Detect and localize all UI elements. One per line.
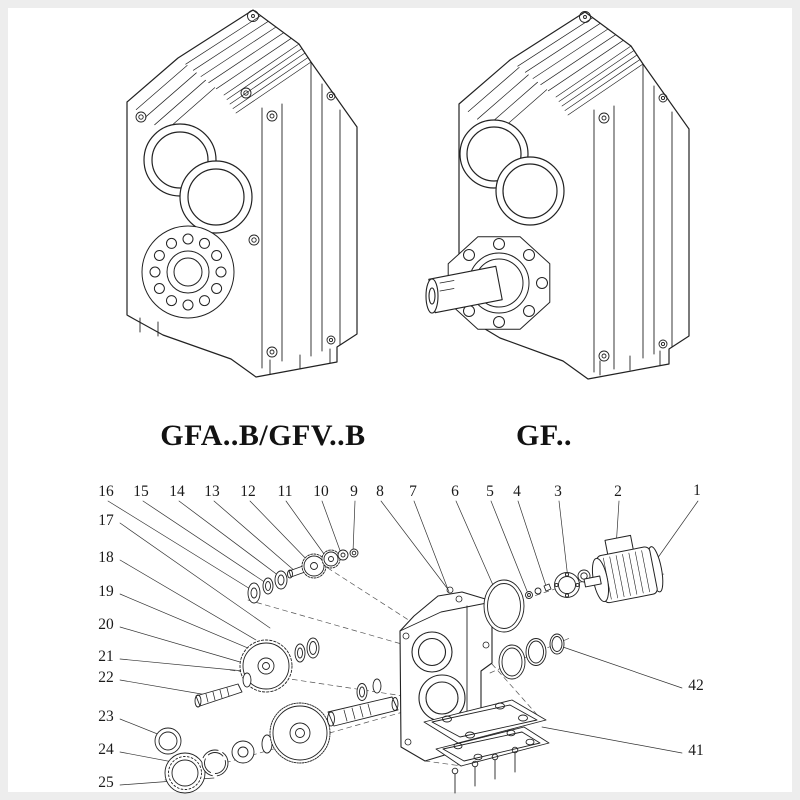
mounting-strips bbox=[593, 63, 673, 373]
part-number-15: 15 bbox=[133, 483, 149, 500]
part-number-12: 12 bbox=[240, 483, 256, 500]
part-number-23: 23 bbox=[98, 708, 114, 725]
part-number-8: 8 bbox=[376, 483, 384, 500]
part-number-17: 17 bbox=[98, 512, 114, 529]
bore-circles bbox=[459, 119, 565, 226]
gearbox-gfa-drawing bbox=[126, 9, 358, 378]
part-number-16: 16 bbox=[98, 483, 114, 500]
feet bbox=[139, 317, 331, 375]
bore-circles bbox=[143, 123, 253, 234]
part-number-7: 7 bbox=[409, 483, 417, 500]
motor-drawing bbox=[583, 534, 664, 604]
part-number-11: 11 bbox=[277, 483, 293, 500]
flange-bolts bbox=[451, 746, 519, 794]
part-number-5: 5 bbox=[486, 483, 494, 500]
output-shaft bbox=[425, 265, 503, 314]
part-number-6: 6 bbox=[451, 483, 459, 500]
part-number-10: 10 bbox=[313, 483, 329, 500]
part-number-4: 4 bbox=[513, 483, 521, 500]
retaining-ring-parts bbox=[498, 633, 565, 680]
model-label-gfa: GFA..B/GFV..B bbox=[160, 419, 366, 452]
exploded-view-drawing bbox=[107, 500, 699, 794]
part-number-18: 18 bbox=[98, 549, 114, 566]
part-number-14: 14 bbox=[169, 483, 185, 500]
intermediate-gear-parts bbox=[194, 637, 320, 708]
output-bearing-boss bbox=[141, 225, 235, 319]
eyebolt-hole bbox=[247, 10, 259, 22]
part-number-1: 1 bbox=[693, 482, 701, 499]
part-number-41: 41 bbox=[688, 742, 704, 759]
roof-ribs bbox=[467, 17, 644, 135]
part-number-22: 22 bbox=[98, 669, 114, 686]
part-number-42: 42 bbox=[688, 677, 704, 694]
part-number-25: 25 bbox=[98, 774, 114, 791]
mounting-strips bbox=[261, 61, 341, 369]
feet bbox=[599, 350, 661, 376]
part-number-20: 20 bbox=[98, 616, 114, 633]
part-number-19: 19 bbox=[98, 583, 114, 600]
eyebolt-hole bbox=[579, 11, 591, 23]
leader-lines bbox=[107, 500, 699, 786]
corner-bolts bbox=[135, 87, 260, 246]
gearbox-gf-drawing bbox=[425, 11, 690, 380]
part-number-2: 2 bbox=[614, 483, 622, 500]
input-shaft-parts bbox=[247, 548, 359, 604]
gasket-and-cover-parts bbox=[483, 569, 591, 633]
output-shaft-parts bbox=[154, 678, 399, 794]
model-label-gf: GF.. bbox=[516, 419, 572, 452]
part-number-24: 24 bbox=[98, 741, 114, 758]
flange-parts bbox=[423, 699, 550, 794]
part-number-3: 3 bbox=[554, 483, 562, 500]
part-number-9: 9 bbox=[350, 483, 358, 500]
part-number-13: 13 bbox=[204, 483, 220, 500]
motor-fins bbox=[603, 550, 650, 600]
roof-ribs bbox=[135, 15, 312, 133]
part-number-21: 21 bbox=[98, 648, 114, 665]
